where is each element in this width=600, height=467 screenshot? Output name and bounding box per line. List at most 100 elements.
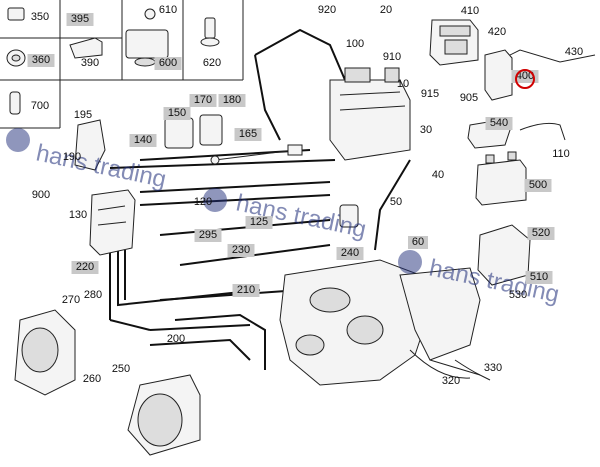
callout-610-label: 610 bbox=[159, 4, 177, 16]
callout-260: 260 bbox=[83, 373, 101, 385]
callout-180-shade bbox=[218, 94, 246, 107]
callout-190-label: 190 bbox=[63, 151, 81, 163]
callout-200: 200 bbox=[167, 333, 185, 345]
callout-125-label: 125 bbox=[250, 216, 268, 228]
callout-295-label: 295 bbox=[199, 229, 217, 241]
module-150 bbox=[164, 117, 194, 149]
grid-part-360 bbox=[6, 49, 26, 67]
callout-220: 220 bbox=[71, 261, 99, 274]
callout-295-shade bbox=[194, 229, 222, 242]
grid-part-390 bbox=[69, 37, 103, 59]
callout-620: 620 bbox=[203, 57, 221, 69]
callout-540-label: 540 bbox=[490, 117, 508, 129]
callout-500-label: 500 bbox=[529, 179, 547, 191]
callout-295: 295 bbox=[194, 229, 222, 242]
callout-150: 150 bbox=[163, 107, 191, 120]
callout-120-label: 120 bbox=[194, 196, 212, 208]
callout-520-label: 520 bbox=[532, 227, 550, 239]
callout-110-label: 110 bbox=[552, 148, 570, 160]
callout-350: 350 bbox=[31, 11, 49, 23]
callout-220-shade bbox=[71, 261, 99, 274]
callout-40: 40 bbox=[432, 169, 444, 181]
callout-540-shade bbox=[485, 117, 513, 130]
callout-60-shade bbox=[408, 236, 428, 249]
callout-125: 125 bbox=[245, 216, 273, 229]
callout-50: 50 bbox=[390, 196, 402, 208]
callout-320: 320 bbox=[442, 375, 460, 387]
watermark-2: hans trading bbox=[203, 188, 369, 243]
callout-900: 900 bbox=[32, 189, 50, 201]
callout-320-label: 320 bbox=[442, 375, 460, 387]
wiring-harness bbox=[109, 28, 596, 381]
callout-150-label: 150 bbox=[168, 107, 186, 119]
callout-395: 395 bbox=[66, 13, 94, 26]
callout-920: 920 bbox=[318, 4, 336, 16]
module-170 bbox=[199, 114, 223, 146]
alternator bbox=[14, 309, 76, 396]
callout-430-label: 430 bbox=[565, 46, 583, 58]
callout-390-label: 390 bbox=[81, 57, 99, 69]
callout-260-label: 260 bbox=[83, 373, 101, 385]
callout-120: 120 bbox=[194, 196, 212, 208]
callout-100-label: 100 bbox=[346, 38, 364, 50]
callout-915-label: 915 bbox=[421, 88, 439, 100]
battery-500 bbox=[475, 151, 527, 206]
callout-230-shade bbox=[227, 244, 255, 257]
starter-motor bbox=[127, 374, 201, 456]
callout-915: 915 bbox=[421, 88, 439, 100]
callout-700: 700 bbox=[31, 100, 49, 112]
callout-360-shade bbox=[27, 54, 55, 67]
callout-125-shade bbox=[245, 216, 273, 229]
callout-60-label: 60 bbox=[412, 236, 424, 248]
callout-270: 270 bbox=[62, 294, 80, 306]
callout-140-shade bbox=[129, 134, 157, 147]
callout-130-label: 130 bbox=[69, 209, 87, 221]
callout-250-label: 250 bbox=[112, 363, 130, 375]
callout-280-label: 280 bbox=[84, 289, 102, 301]
callout-330-label: 330 bbox=[484, 362, 502, 374]
callout-420: 420 bbox=[488, 26, 506, 38]
callout-395-label: 395 bbox=[71, 13, 89, 25]
callout-900-label: 900 bbox=[32, 189, 50, 201]
callout-270-label: 270 bbox=[62, 294, 80, 306]
callout-240-label: 240 bbox=[341, 247, 359, 259]
callout-520-shade bbox=[527, 227, 555, 240]
callout-165-shade bbox=[234, 128, 262, 141]
grid-part-350 bbox=[7, 7, 25, 21]
callout-500: 500 bbox=[524, 179, 552, 192]
callout-530-label: 530 bbox=[509, 289, 527, 301]
callout-180-label: 180 bbox=[223, 94, 241, 106]
grid-part-620 bbox=[200, 17, 220, 47]
callout-430: 430 bbox=[565, 46, 583, 58]
callout-410: 410 bbox=[461, 5, 479, 17]
battery-10 bbox=[329, 67, 411, 161]
callout-905-label: 905 bbox=[460, 92, 478, 104]
callout-170: 170 bbox=[189, 94, 217, 107]
callout-130: 130 bbox=[69, 209, 87, 221]
callout-910-label: 910 bbox=[383, 51, 401, 63]
relay-box-400 bbox=[484, 49, 513, 101]
callout-510-label: 510 bbox=[530, 271, 548, 283]
engine bbox=[279, 259, 481, 386]
callout-600-label: 600 bbox=[159, 57, 177, 69]
callout-600: 600 bbox=[154, 57, 182, 70]
fuse-box-410 bbox=[429, 19, 479, 66]
callout-350-label: 350 bbox=[31, 11, 49, 23]
callout-10: 10 bbox=[397, 78, 409, 90]
callout-140: 140 bbox=[129, 134, 157, 147]
callout-540: 540 bbox=[485, 117, 513, 130]
callout-610: 610 bbox=[159, 4, 177, 16]
callout-360: 360 bbox=[27, 54, 55, 67]
callout-50-label: 50 bbox=[390, 196, 402, 208]
callout-620-label: 620 bbox=[203, 57, 221, 69]
callout-10-label: 10 bbox=[397, 78, 409, 90]
callout-390: 390 bbox=[81, 57, 99, 69]
callout-150-shade bbox=[163, 107, 191, 120]
callout-510: 510 bbox=[525, 271, 553, 284]
callout-165: 165 bbox=[234, 128, 262, 141]
callout-230: 230 bbox=[227, 244, 255, 257]
callout-195-label: 195 bbox=[74, 109, 92, 121]
callout-110: 110 bbox=[552, 148, 570, 160]
